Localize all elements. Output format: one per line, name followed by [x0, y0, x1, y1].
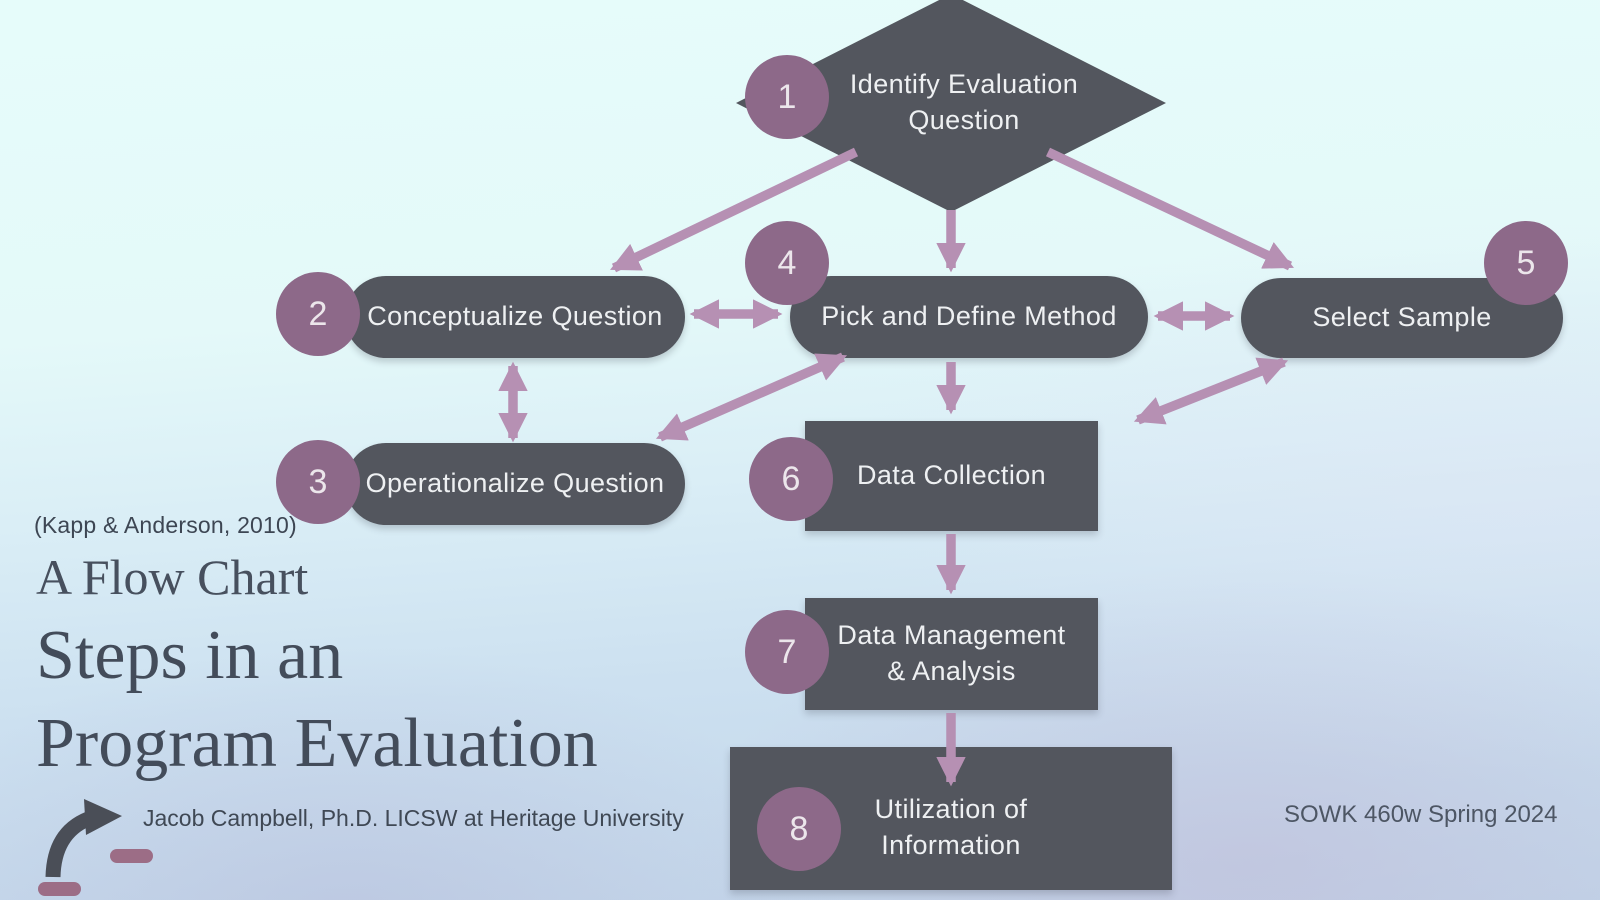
step-number: 6 — [781, 459, 801, 498]
step-number: 3 — [308, 462, 328, 501]
node-label: Pick and Define Method — [821, 301, 1117, 332]
step-number-badge: 6 — [749, 437, 833, 521]
title-line-2: Program Evaluation — [36, 705, 598, 783]
subtitle: A Flow Chart — [36, 549, 309, 605]
curved-arrow-logo-icon — [38, 799, 153, 896]
node-label: Identify Evaluation Question — [849, 69, 1079, 135]
node-conceptualize-question: Conceptualize Question — [345, 276, 685, 358]
step-number-badge: 8 — [757, 787, 841, 871]
page-title: Steps in an Program Evaluation — [36, 612, 598, 788]
step-number-badge: 5 — [1484, 221, 1568, 305]
step-number-badge: 1 — [745, 55, 829, 139]
node-operationalize-question: Operationalize Question — [345, 443, 685, 525]
step-number: 4 — [777, 243, 797, 282]
step-number: 7 — [777, 632, 797, 671]
node-label: Select Sample — [1312, 302, 1492, 333]
step-number-badge: 7 — [745, 610, 829, 694]
step-number-badge: 3 — [276, 440, 360, 524]
course-label: SOWK 460w Spring 2024 — [1284, 801, 1558, 828]
node-data-collection: Data Collection — [805, 421, 1098, 531]
citation: (Kapp & Anderson, 2010) — [34, 512, 297, 538]
arrow-identify-to-sample — [1045, 147, 1294, 271]
author-credit: Jacob Campbell, Ph.D. LICSW at Heritage … — [143, 805, 684, 831]
node-label: Utilization of Information — [874, 793, 1028, 860]
node-data-management-analysis: Data Management & Analysis — [805, 598, 1098, 710]
step-number: 1 — [777, 77, 797, 116]
node-label: Conceptualize Question — [367, 301, 663, 332]
step-number-badge: 2 — [276, 272, 360, 356]
node-label: Operationalize Question — [365, 468, 665, 499]
node-pick-and-define-method: Pick and Define Method — [790, 276, 1148, 358]
arrow-sample-collection — [1133, 357, 1289, 425]
step-number-badge: 4 — [745, 221, 829, 305]
step-number: 2 — [308, 294, 328, 333]
node-label: Data Collection — [856, 460, 1047, 491]
step-number: 5 — [1516, 243, 1536, 282]
title-line-1: Steps in an — [36, 617, 344, 694]
step-number: 8 — [789, 809, 809, 848]
node-label: Data Management & Analysis — [837, 620, 1066, 686]
node-select-sample: Select Sample — [1241, 278, 1563, 358]
